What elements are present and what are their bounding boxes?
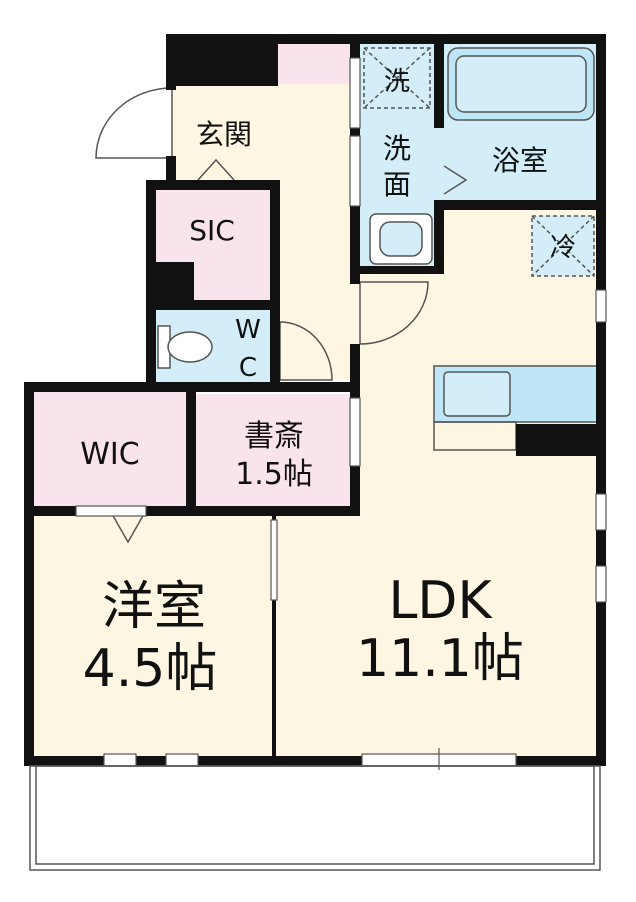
labels: 玄関 SIC W C 洗 洗 面 浴室 冷 WIC 書斎 1.5帖 洋室 4.5… xyxy=(80,67,576,699)
washer-label: 洗 xyxy=(384,67,410,97)
window-bottom-1 xyxy=(103,753,137,767)
wic-label: WIC xyxy=(80,437,139,472)
bath-label: 浴室 xyxy=(492,144,548,177)
washroom-label-2: 面 xyxy=(383,168,411,201)
kitchen-sink xyxy=(443,371,511,417)
fridge-cross-b xyxy=(531,215,595,277)
ldk-size-label: 11.1帖 xyxy=(356,629,524,689)
window-wash-2 xyxy=(349,135,361,207)
doors xyxy=(95,87,429,381)
wall-sic-block xyxy=(146,262,194,306)
wall-left-entrance xyxy=(166,156,176,188)
sliding-door-partition xyxy=(270,519,278,601)
wall-wash-bottom xyxy=(356,266,440,274)
entrance-label: 玄関 xyxy=(196,118,252,151)
wall-bath-bottom xyxy=(434,200,606,210)
ldk-name-label: LDK xyxy=(388,571,493,631)
washroom-label-1: 洗 xyxy=(383,132,411,165)
entrance-door xyxy=(95,87,173,159)
wic-floor xyxy=(30,388,190,512)
entrance-step-marker xyxy=(197,158,235,181)
western-name-label: 洋室 xyxy=(102,577,206,637)
ldk-door xyxy=(359,281,429,345)
wall-wic-bottom xyxy=(24,506,76,516)
balcony xyxy=(29,765,601,871)
study-name-label: 書斎 xyxy=(244,419,304,454)
windows xyxy=(75,57,607,770)
wall-sic-bottom xyxy=(146,300,276,310)
bath-door-marker xyxy=(443,165,468,195)
fridge-label: 冷 xyxy=(550,233,576,263)
wall-sic-top xyxy=(146,180,276,190)
wall-corridor-right-lower xyxy=(350,344,360,388)
wc-door xyxy=(279,321,333,381)
window-bottom-2 xyxy=(165,753,199,767)
study-floor xyxy=(196,394,354,506)
washer-cross-b xyxy=(363,47,431,109)
western-room-floor xyxy=(30,512,278,760)
wall-partition xyxy=(272,512,276,762)
wall-left-upper xyxy=(166,34,176,90)
wall-wic-bottom-b xyxy=(146,506,360,516)
balcony-outline xyxy=(29,765,601,871)
wall-wic-study xyxy=(186,382,196,510)
wall-left xyxy=(24,382,34,766)
wic-door-marker xyxy=(111,513,145,544)
wc-label-w: W xyxy=(235,315,261,345)
window-wash-1 xyxy=(349,57,361,129)
window-right-1 xyxy=(595,289,607,323)
wall-top xyxy=(166,34,606,44)
toilet-bowl xyxy=(167,331,213,363)
wc-label-c: C xyxy=(239,353,257,383)
western-size-label: 4.5帖 xyxy=(83,639,218,699)
wall-top-left-block xyxy=(166,34,278,86)
balcony-rail xyxy=(35,765,595,865)
wall-bottom xyxy=(24,756,606,766)
window-right-2 xyxy=(595,493,607,531)
kitchen-column xyxy=(516,424,602,456)
wall-right xyxy=(596,34,606,766)
washbasin-bowl xyxy=(379,221,423,257)
fixtures xyxy=(111,47,599,544)
window-right-3 xyxy=(595,565,607,603)
wall-sic-right xyxy=(270,180,280,384)
corridor-pink-strip xyxy=(278,40,354,84)
bathtub-inner xyxy=(455,55,587,113)
window-study xyxy=(349,397,361,467)
sic-label: SIC xyxy=(189,214,235,247)
study-size-label: 1.5帖 xyxy=(235,457,313,492)
wall-wash-right xyxy=(434,34,444,128)
wall-wash-right-lower xyxy=(434,204,444,274)
window-wic-door xyxy=(75,505,147,517)
